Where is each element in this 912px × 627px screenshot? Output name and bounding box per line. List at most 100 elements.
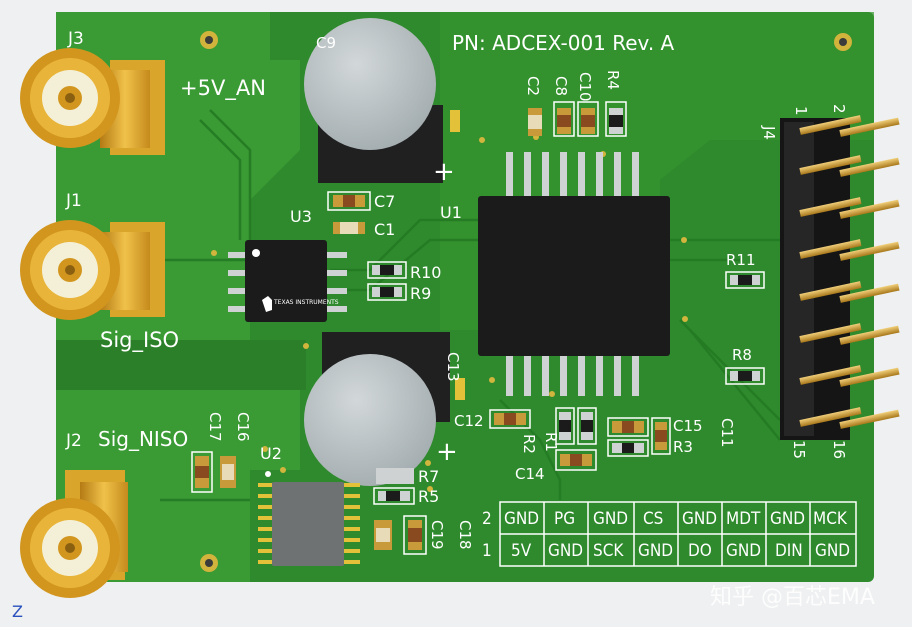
pin-cell: GND <box>548 541 583 561</box>
pin-cell: GND <box>593 509 628 529</box>
smd-c19: C19 <box>374 520 446 550</box>
svg-text:C7: C7 <box>374 192 395 211</box>
pin-cell: MCK <box>813 509 848 529</box>
pcb-board <box>56 12 874 582</box>
svg-text:R7: R7 <box>418 467 439 486</box>
svg-text:R2: R2 <box>520 434 538 454</box>
chip-u2: U2 <box>258 444 360 566</box>
ti-logo-icon <box>262 296 272 312</box>
pin-16-label: 16 <box>830 440 848 459</box>
pin-cell: MDT <box>726 509 761 529</box>
smd-c17: C17 <box>191 412 224 493</box>
label-u3: U3 <box>290 207 312 226</box>
ti-logo-text: TEXAS INSTRUMENTS <box>273 299 339 306</box>
label-j4: J4 <box>760 125 778 140</box>
pin-cell: CS <box>643 509 663 529</box>
label-j1: J1 <box>65 191 82 211</box>
svg-text:C10: C10 <box>576 72 594 102</box>
label-j3: J3 <box>67 29 84 49</box>
label-u2: U2 <box>260 444 282 463</box>
pin-cell: GND <box>815 541 850 561</box>
svg-text:C1: C1 <box>374 220 395 239</box>
pin-cell: 5V <box>511 541 532 561</box>
row-label-1: 1 <box>482 541 492 561</box>
smd-r8: R8 <box>725 346 765 385</box>
row-label-2: 2 <box>482 509 492 529</box>
mounting-hole-icon <box>200 31 218 49</box>
svg-text:C2: C2 <box>524 76 542 96</box>
svg-text:R11: R11 <box>726 251 756 269</box>
smd-c2: C2 <box>524 76 542 136</box>
pin-cell: GND <box>504 509 539 529</box>
smd-c14: C14 <box>515 449 597 483</box>
smd-r11: R11 <box>725 251 765 289</box>
traces <box>160 109 790 502</box>
polarity-plus: + <box>433 157 455 187</box>
label-j2: J2 <box>65 431 82 451</box>
header-pins <box>799 115 900 429</box>
electrolytic-capacitor-c13: C13 + <box>304 332 465 486</box>
u1-pins-top <box>506 152 639 196</box>
smd-r7: R7 <box>376 467 439 486</box>
mounting-hole-icon <box>834 33 852 51</box>
net-label-sig-niso: Sig_NISO <box>98 427 188 451</box>
mounting-hole-icon <box>200 554 218 572</box>
svg-text:C18: C18 <box>456 520 474 550</box>
net-label-sig-iso: Sig_ISO <box>100 328 179 353</box>
smd-c8: C8 <box>552 76 575 137</box>
pin-cell: DIN <box>775 541 803 561</box>
part-number: PN: ADCEX-001 Rev. A <box>452 31 675 55</box>
svg-text:R9: R9 <box>410 284 431 303</box>
sma-connector-j1 <box>20 220 165 320</box>
smd-c1: C1 <box>333 220 395 239</box>
pin-cell: DO <box>688 541 712 561</box>
smd-c7: C7 <box>327 191 395 211</box>
pin-table: 2 1 GND PG GND CS GND MDT GND MCK 5V GND… <box>482 501 857 567</box>
smd-r1: R1 <box>542 407 597 452</box>
pin-cell: GND <box>726 541 761 561</box>
svg-text:R8: R8 <box>732 346 752 364</box>
smd-r3: R3 <box>607 438 693 457</box>
label-u1: U1 <box>440 203 462 222</box>
chip-u3: TEXAS INSTRUMENTS U3 <box>228 207 347 322</box>
smd-r2: R2 <box>520 407 575 454</box>
label-c13: C13 <box>444 352 462 382</box>
pin-15-label: 15 <box>790 440 808 459</box>
smd-r5: R5 <box>373 487 439 506</box>
pin-header-j4: J4 1 2 15 16 <box>760 104 900 459</box>
pin-cell: GND <box>638 541 673 561</box>
watermark: 知乎 @百芯EMA <box>710 585 875 610</box>
sma-connector-j3 <box>20 48 165 155</box>
svg-text:R4: R4 <box>604 70 622 90</box>
pin-cell: PG <box>554 509 575 529</box>
svg-text:R5: R5 <box>418 487 439 506</box>
svg-text:C8: C8 <box>552 76 570 96</box>
svg-text:C19: C19 <box>428 520 446 550</box>
svg-text:R1: R1 <box>542 432 560 452</box>
smd-c16: C16 <box>220 412 252 488</box>
axis-z-label: Z <box>12 602 23 621</box>
pin-2-label: 2 <box>830 104 848 114</box>
net-label-plus5v: +5V_AN <box>180 76 266 101</box>
svg-text:C11: C11 <box>718 418 736 448</box>
svg-text:C12: C12 <box>454 412 484 430</box>
svg-text:C15: C15 <box>673 417 703 435</box>
svg-text:R10: R10 <box>410 263 441 282</box>
svg-text:C17: C17 <box>206 412 224 442</box>
smd-r10: R10 <box>367 261 441 282</box>
smd-c11: C11 <box>651 417 736 455</box>
smd-r4: R4 <box>604 70 627 137</box>
pin-cell: SCK <box>593 541 624 561</box>
svg-text:R3: R3 <box>673 438 693 456</box>
smd-r9: R9 <box>367 283 431 303</box>
svg-text:C16: C16 <box>234 412 252 442</box>
sma-connector-j2 <box>20 470 128 598</box>
smd-c18: C18 <box>403 515 474 555</box>
u1-pins-bottom <box>506 352 639 396</box>
label-c9: C9 <box>316 34 336 52</box>
polarity-plus-2: + <box>436 437 458 467</box>
smd-c15: C15 <box>607 417 703 437</box>
smd-c10: C10 <box>576 72 599 137</box>
